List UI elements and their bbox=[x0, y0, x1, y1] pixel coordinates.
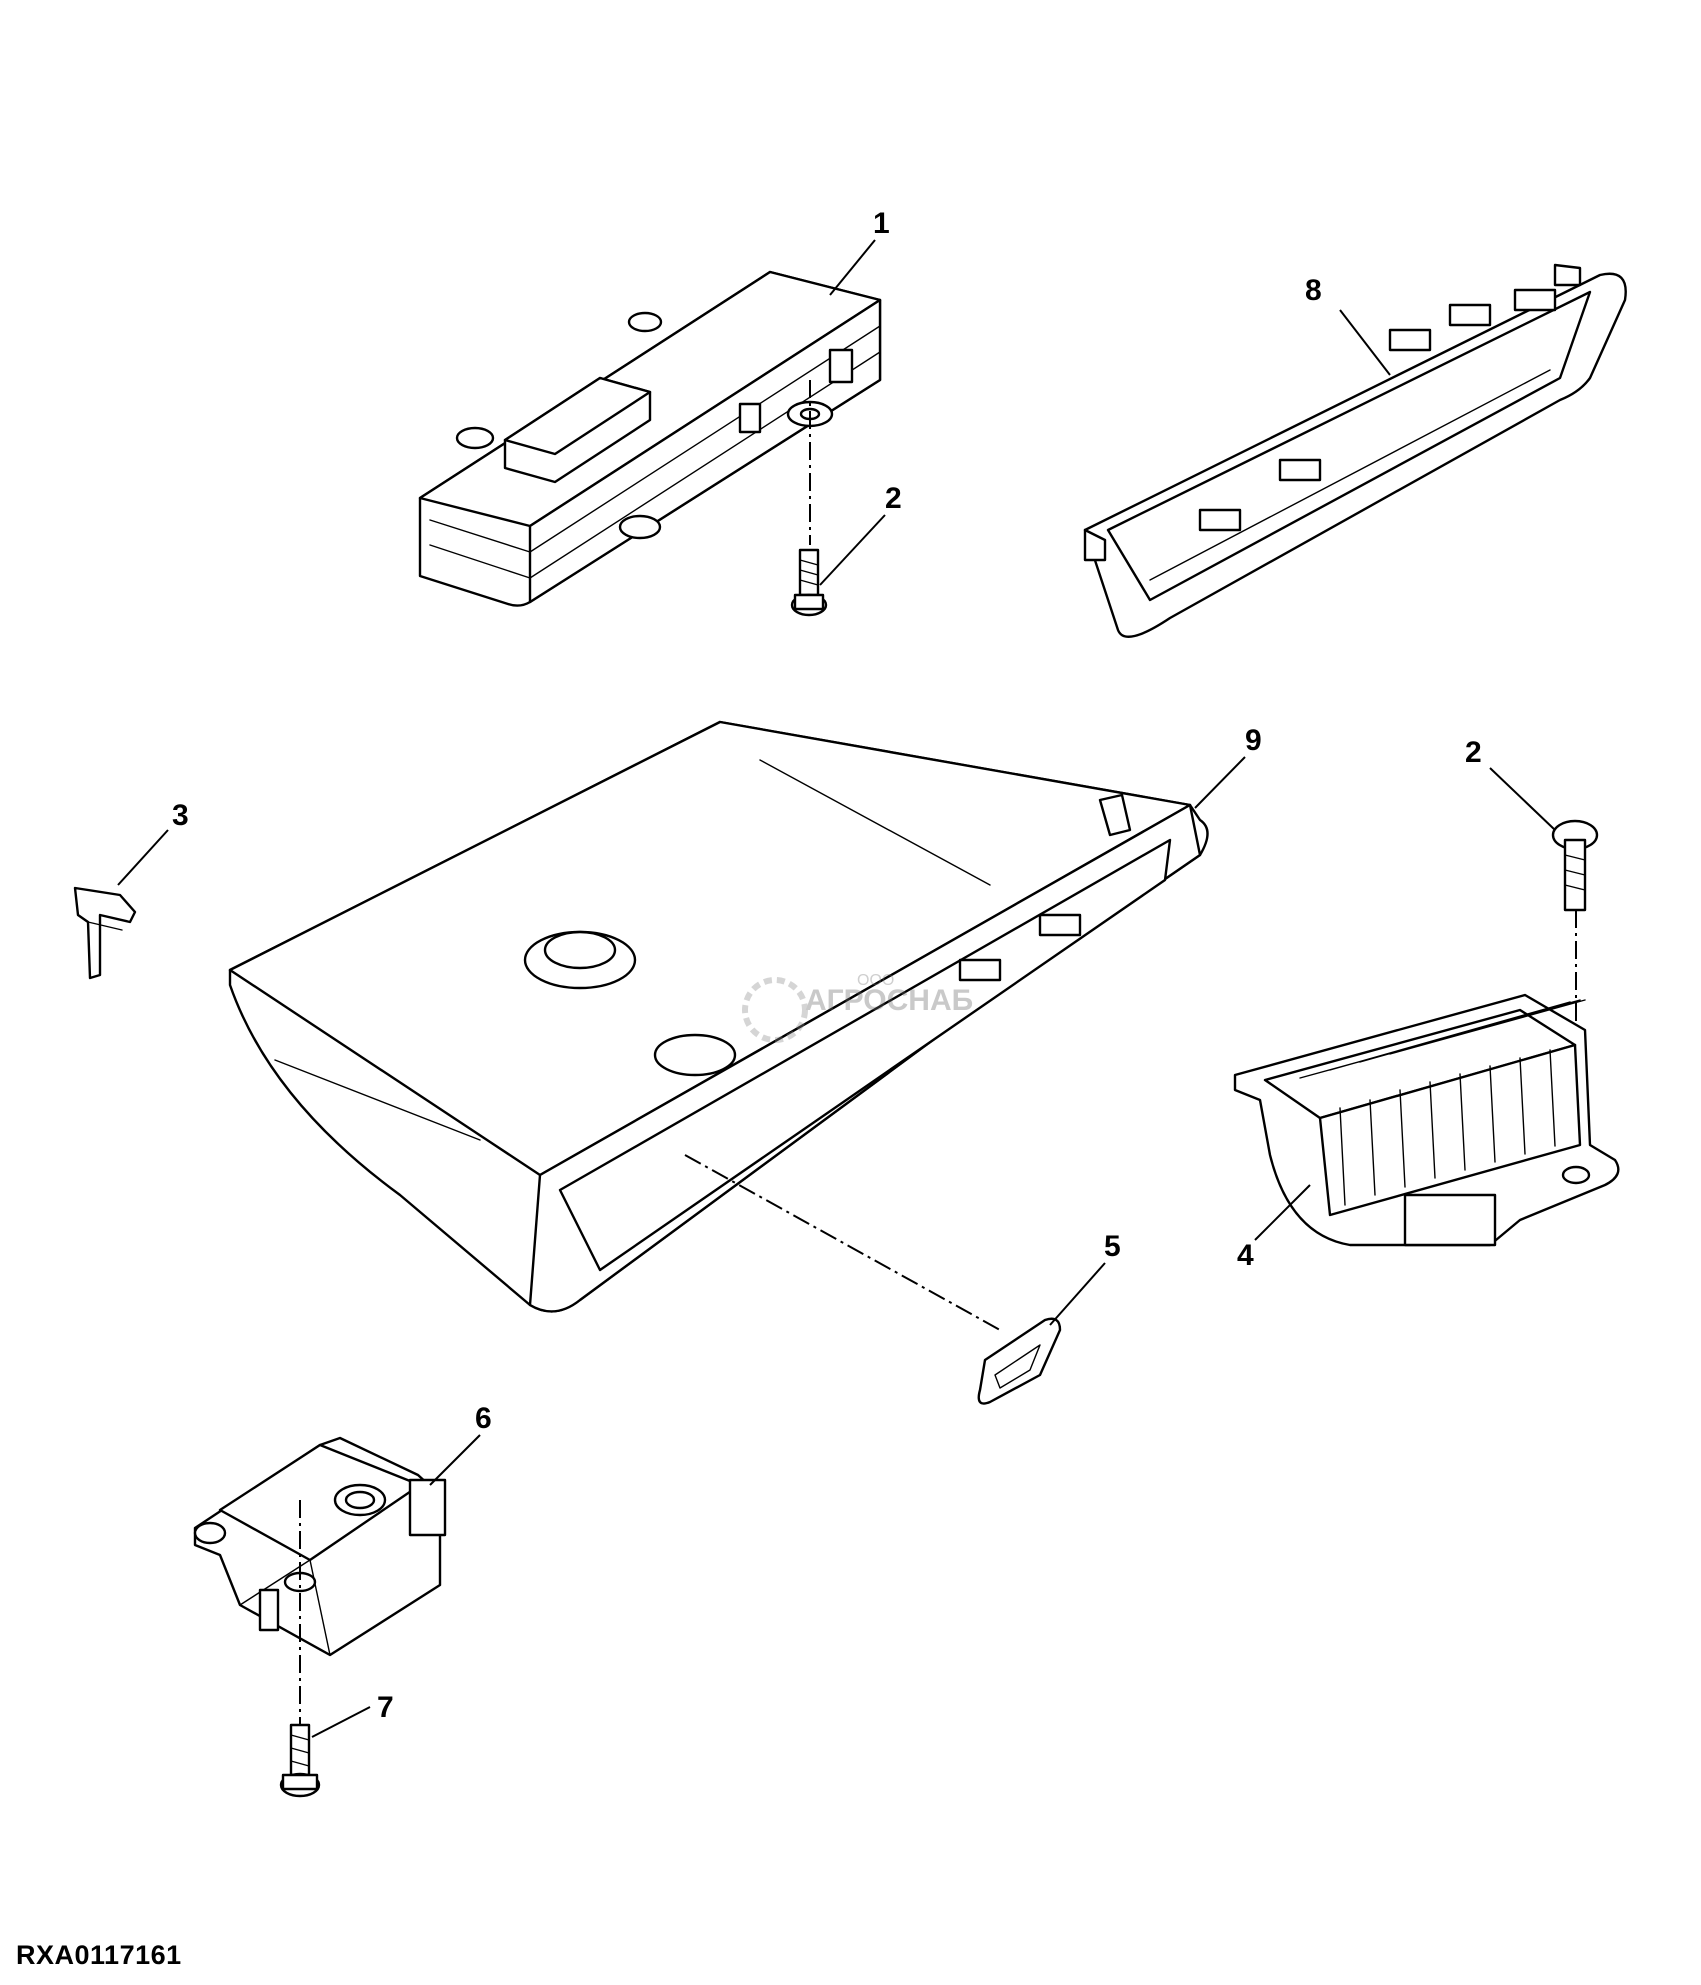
leader-9 bbox=[1194, 756, 1246, 809]
callout-4: 4 bbox=[1237, 1239, 1254, 1272]
callout-9: 9 bbox=[1245, 724, 1262, 757]
leader-3 bbox=[117, 829, 169, 886]
leader-8 bbox=[1339, 309, 1391, 376]
leader-1 bbox=[829, 239, 876, 296]
part-3-clip bbox=[73, 886, 137, 980]
watermark: ООО АГРОСНАБ bbox=[742, 972, 973, 1043]
leader-2b bbox=[1489, 767, 1556, 831]
leader-4 bbox=[1254, 1184, 1311, 1241]
part-2-screw-upper bbox=[790, 548, 828, 617]
callout-3: 3 bbox=[172, 799, 189, 832]
callout-5: 5 bbox=[1104, 1230, 1121, 1263]
watermark-line1: ООО bbox=[857, 972, 894, 989]
part-5-gasket bbox=[977, 1317, 1062, 1405]
leader-5 bbox=[1049, 1262, 1106, 1326]
part-1-control-module bbox=[418, 270, 882, 607]
part-8-bezel-panel bbox=[1083, 263, 1627, 638]
callout-6: 6 bbox=[475, 1402, 492, 1435]
callout-2a: 2 bbox=[885, 482, 902, 515]
callout-1: 1 bbox=[873, 207, 890, 240]
part-2-screw-lower bbox=[1551, 819, 1599, 912]
figure-code: RXA0117161 bbox=[16, 1940, 182, 1970]
part-9-housing bbox=[228, 720, 1209, 1313]
part-6-actuator bbox=[193, 1436, 447, 1657]
part-7-screw bbox=[279, 1723, 321, 1798]
callout-2b: 2 bbox=[1465, 736, 1482, 769]
part-4-heatsink-module bbox=[1233, 993, 1620, 1247]
gear-icon bbox=[742, 977, 808, 1043]
watermark-line2: АГРОСНАБ bbox=[805, 984, 973, 1017]
leader-2a bbox=[819, 514, 886, 586]
leader-7 bbox=[311, 1706, 371, 1738]
leader-6 bbox=[429, 1434, 481, 1486]
callout-7: 7 bbox=[377, 1691, 394, 1724]
callout-8: 8 bbox=[1305, 274, 1322, 307]
